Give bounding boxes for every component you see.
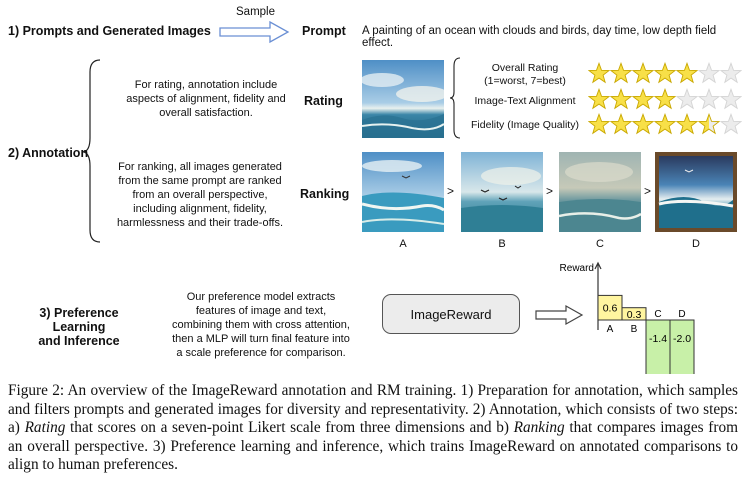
overall-rating-label: Overall Rating (1=worst, 7=best) — [484, 62, 566, 87]
rating-ocean-image — [362, 60, 444, 138]
figure-caption: Figure 2: An overview of the ImageReward… — [8, 382, 738, 475]
prompt-text: A painting of an ocean with clouds and b… — [362, 25, 717, 49]
rank-separator-3: > — [644, 184, 652, 198]
reward-value-label: 0.3 — [627, 309, 642, 321]
rank-separator-1: > — [447, 184, 455, 198]
star-icon — [720, 62, 742, 84]
section2-title: 2) Annotation — [8, 146, 89, 160]
alignment-rating-label: Image-Text Alignment — [474, 95, 576, 107]
reward-category-label: A — [607, 324, 614, 335]
ranking-image-a — [362, 152, 444, 232]
star-icon — [676, 113, 698, 135]
fidelity-rating-label: Fidelity (Image Quality) — [471, 119, 579, 131]
reward-category-label: C — [654, 309, 661, 320]
rating-description: For rating, annotation include aspects o… — [126, 79, 286, 119]
reward-bar-C — [645, 319, 671, 374]
ranking-label-a: A — [399, 238, 407, 250]
ranking-label: Ranking — [300, 187, 350, 201]
star-icon — [632, 88, 654, 110]
star-icon — [720, 113, 742, 135]
reward-axis-label: Reward — [560, 263, 594, 274]
ranking-image-b — [461, 152, 543, 232]
prompt-label: Prompt — [302, 24, 346, 38]
star-icon — [610, 88, 632, 110]
star-icon — [588, 62, 610, 84]
section1-title: 1) Prompts and Generated Images — [8, 24, 211, 38]
ranking-description: For ranking, all images generated from t… — [116, 161, 284, 229]
ranking-image-d — [655, 152, 737, 232]
star-icon — [654, 88, 676, 110]
reward-value-label: -2.0 — [673, 333, 691, 345]
alignment-rating-stars — [588, 88, 742, 110]
overall-rating-stars — [588, 62, 742, 84]
star-icon — [654, 62, 676, 84]
reward-value-label: -1.4 — [649, 333, 667, 345]
reward-category-label: D — [678, 309, 685, 320]
ranking-label-c: C — [596, 238, 604, 250]
annotation-brace-icon — [82, 59, 101, 243]
ranking-label-b: B — [498, 238, 506, 250]
rating-brace-icon — [449, 57, 461, 139]
reward-bar-D — [669, 319, 695, 374]
star-icon — [676, 62, 698, 84]
caption-rating: Rating — [24, 419, 66, 437]
rank-separator-2: > — [546, 184, 554, 198]
fidelity-rating-stars — [588, 113, 742, 135]
caption-prefix: Figure 2: An overview of the ImageReward… — [8, 382, 738, 437]
ranking-label-d: D — [692, 238, 700, 250]
star-icon — [698, 88, 720, 110]
reward-value-label: 0.6 — [603, 303, 618, 315]
star-icon — [610, 113, 632, 135]
caption-suffix: that compares images from an overall per… — [8, 419, 738, 474]
ranking-image-c — [559, 152, 641, 232]
star-icon — [610, 62, 632, 84]
star-icon — [676, 88, 698, 110]
section3-title: 3) Preference Learning and Inference — [38, 306, 120, 348]
reward-bar-A — [597, 294, 623, 321]
caption-middle: that scores on a seven-point Likert scal… — [65, 419, 514, 437]
sample-label: Sample — [236, 6, 275, 18]
reward-bar-B — [621, 307, 647, 321]
caption-ranking: Ranking — [513, 419, 565, 437]
star-icon — [698, 62, 720, 84]
star-icon — [588, 88, 610, 110]
star-icon — [588, 113, 610, 135]
reward-category-label: B — [631, 324, 638, 335]
star-icon — [632, 62, 654, 84]
star-icon — [698, 113, 720, 135]
rating-label: Rating — [304, 94, 343, 108]
star-icon — [654, 113, 676, 135]
preference-description: Our preference model extracts features o… — [172, 291, 350, 359]
reward-chart: Reward 0.6A 0.3B -1.4 C -2.0 D — [560, 261, 695, 374]
star-icon — [632, 113, 654, 135]
imagereward-model-box: ImageReward — [382, 294, 520, 334]
model-output-arrow-icon — [535, 304, 584, 326]
sample-arrow-icon — [219, 20, 290, 44]
star-icon — [720, 88, 742, 110]
reward-axis-arrow-icon — [594, 261, 602, 270]
